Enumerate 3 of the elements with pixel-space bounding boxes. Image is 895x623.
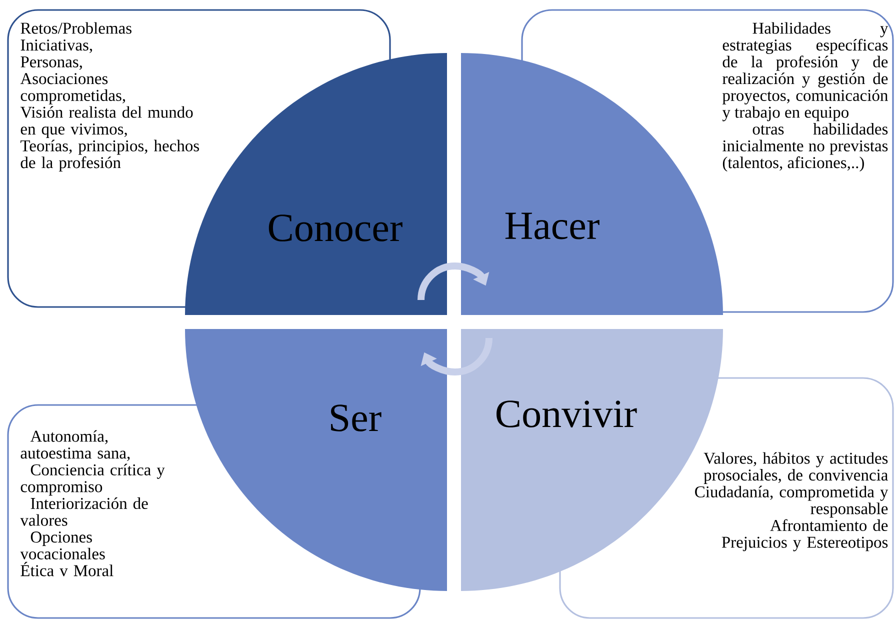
cycle-arrow	[418, 262, 490, 300]
quadrant-segment: Ser	[185, 329, 447, 591]
quadrant-segment: Hacer	[461, 53, 723, 315]
